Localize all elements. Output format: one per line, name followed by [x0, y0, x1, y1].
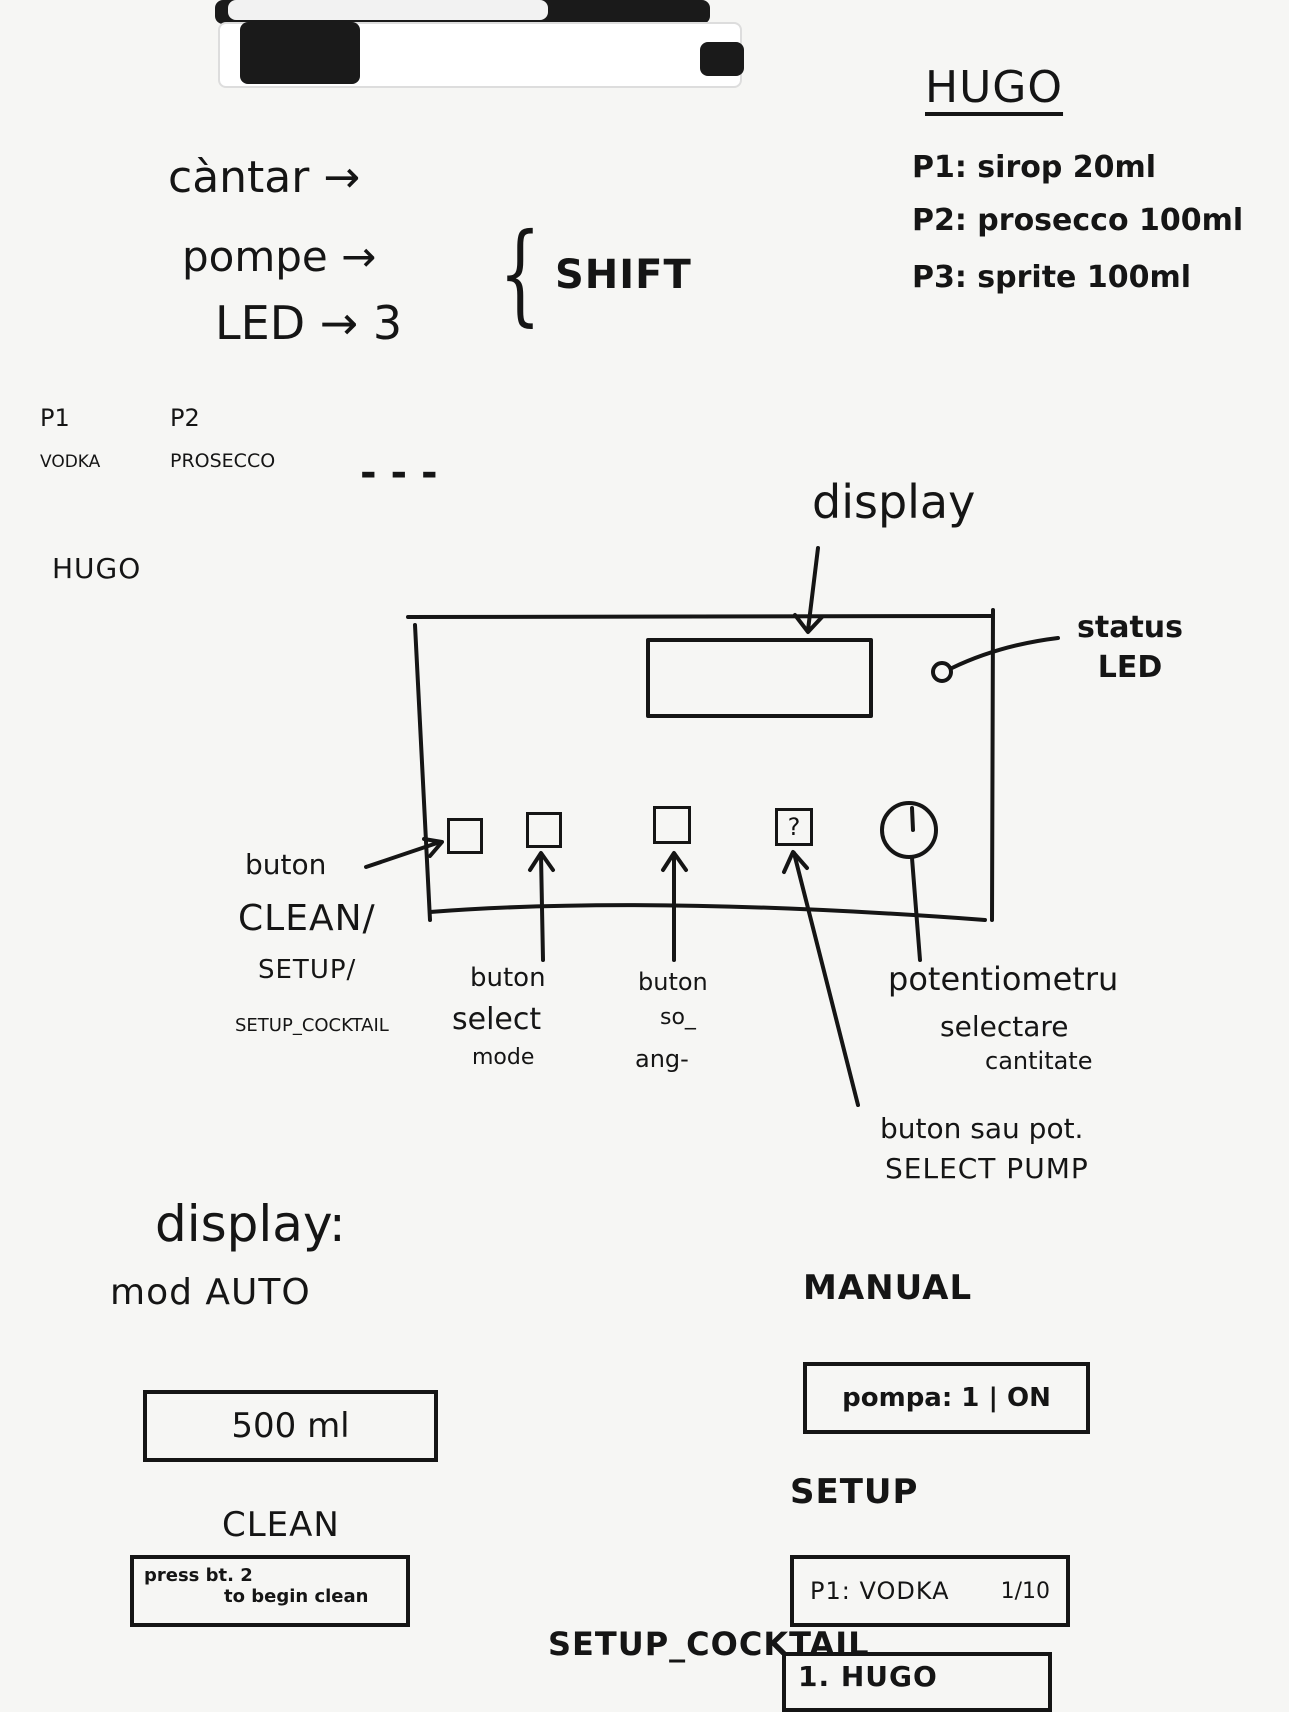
- mode-manual-label: MANUAL: [803, 1268, 972, 1308]
- arrow-btn-pump: [794, 853, 858, 1105]
- note-pompe: pompe →: [182, 232, 376, 281]
- pump-p1-drink: VODKA: [40, 452, 100, 472]
- auto-screen: 500 ml: [143, 1390, 438, 1462]
- device-left-edge: [415, 625, 430, 920]
- marker-pen-front-cap: [240, 22, 360, 84]
- btn-pour-title: buton: [638, 968, 708, 996]
- mode-setup-label: SETUP: [790, 1472, 918, 1512]
- pot-line1: potentiometru: [888, 960, 1118, 998]
- note-cantar: càntar →: [168, 152, 360, 203]
- setup-screen: P1: VODKA 1/10: [790, 1555, 1070, 1627]
- button-select-mode[interactable]: [526, 812, 562, 848]
- marker-pen-back-cap: [228, 0, 548, 20]
- device-bottom-edge: [430, 905, 985, 920]
- arrow-btn-clean: [366, 842, 440, 867]
- button-clean-setup[interactable]: [447, 818, 483, 854]
- pump-p1-label: P1: [40, 404, 70, 432]
- btn-pot-line2: SELECT PUMP: [885, 1152, 1089, 1185]
- pump-p2-label: P2: [170, 404, 200, 432]
- status-led: [933, 663, 951, 681]
- device-top-edge: [408, 616, 992, 617]
- btn-select-line2: mode: [472, 1045, 534, 1070]
- display-modes-title: display:: [155, 1195, 346, 1253]
- pot-line3: cantitate: [985, 1047, 1092, 1075]
- btn-pot-line1: buton sau pot.: [880, 1112, 1083, 1145]
- potentiometer-indicator: [912, 808, 913, 830]
- display-arrowhead: [795, 615, 822, 632]
- setup-cocktail-screen-text: 1. HUGO: [798, 1660, 938, 1693]
- clean-screen: press bt. 2 to begin clean: [130, 1555, 410, 1627]
- setup-screen-left: P1: VODKA: [810, 1577, 950, 1605]
- button-pour[interactable]: [653, 806, 691, 844]
- recipe-p1: P1: sirop 20ml: [912, 150, 1156, 185]
- pot-line2: selectare: [940, 1010, 1068, 1043]
- clean-screen-line1: press bt. 2: [144, 1565, 396, 1586]
- note-shift: SHIFT: [555, 252, 692, 298]
- arrow-btn-select: [541, 855, 543, 960]
- recipe-title: HUGO: [925, 62, 1063, 113]
- btn-clean-line2: SETUP/: [258, 955, 356, 985]
- hugo-label: HUGO: [52, 552, 141, 585]
- btn-clean-line1: CLEAN/: [238, 898, 376, 939]
- brace: {: [499, 218, 541, 328]
- display-label: display: [812, 475, 975, 529]
- btn-select-line1: select: [452, 1002, 541, 1037]
- display-rect: [648, 640, 871, 716]
- manual-screen-text: pompa: 1 | ON: [842, 1383, 1051, 1413]
- btn-pour-line2: ang-: [635, 1045, 689, 1073]
- note-led: LED → 3: [215, 296, 402, 350]
- pump-ellipsis: - - -: [360, 450, 438, 496]
- arrow-potentiometer: [912, 858, 920, 960]
- setup-cocktail-screen: 1. HUGO: [782, 1652, 1052, 1712]
- auto-screen-text: 500 ml: [231, 1406, 349, 1446]
- clean-screen-line2: to begin clean: [144, 1586, 396, 1607]
- button-select-pump[interactable]: ?: [775, 808, 813, 846]
- recipe-p2: P2: prosecco 100ml: [912, 203, 1243, 238]
- mode-auto-label: mod AUTO: [110, 1272, 311, 1313]
- potentiometer-knob: [882, 803, 936, 857]
- marker-pen-front-tip: [700, 42, 744, 76]
- setup-screen-right: 1/10: [1001, 1579, 1050, 1604]
- pump-p2-drink: PROSECCO: [170, 450, 275, 472]
- btn-clean-title: buton: [245, 848, 326, 881]
- btn-pour-line1: so_: [660, 1005, 696, 1030]
- btn-clean-line3: SETUP_COCKTAIL: [235, 1015, 389, 1036]
- mode-clean-label: CLEAN: [222, 1505, 340, 1545]
- status-led-line: [952, 638, 1058, 668]
- display-arrow: [808, 548, 818, 630]
- status-led-label: status LED: [1065, 608, 1195, 688]
- recipe-p3: P3: sprite 100ml: [912, 260, 1191, 295]
- manual-screen: pompa: 1 | ON: [803, 1362, 1090, 1434]
- btn-select-title: buton: [470, 963, 546, 993]
- device-right-edge: [992, 610, 993, 920]
